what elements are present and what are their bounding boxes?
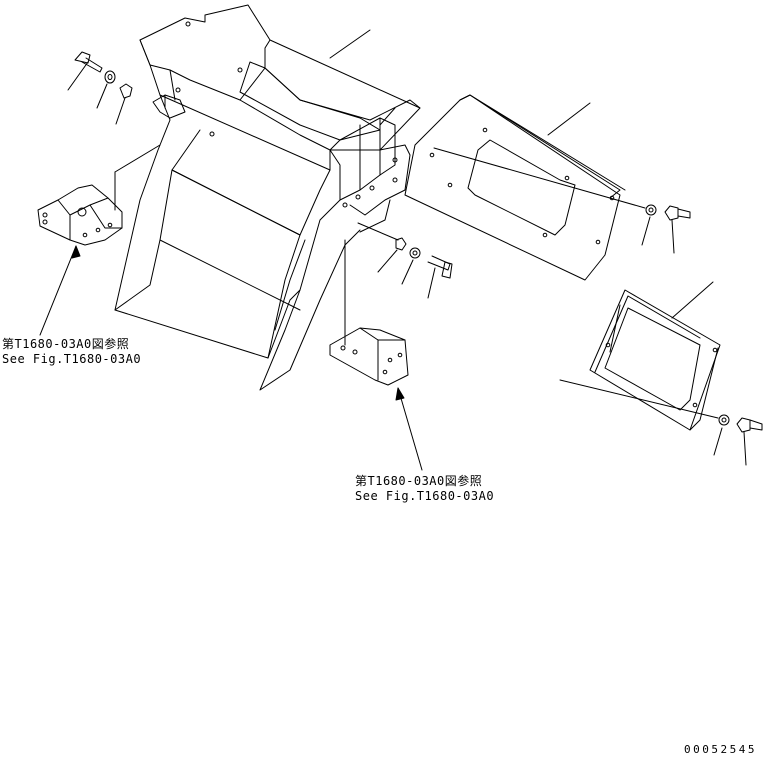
washer-right-upper [641, 204, 657, 246]
left-mount-bracket [37, 144, 161, 336]
leader-line [379, 107, 396, 126]
callout-center-jp: 第T1680-03A0図参照 [355, 474, 483, 488]
lower-window-panel [589, 281, 721, 431]
washer-center [401, 247, 421, 285]
bolt-lower-right [736, 417, 763, 466]
leader-line [329, 29, 371, 59]
nut-top-left [115, 83, 133, 125]
washer-top-left [96, 70, 116, 109]
upper-window-panel [404, 94, 626, 281]
nut-center [377, 237, 407, 273]
callout-center-en: See Fig.T1680-03A0 [355, 489, 495, 503]
leader-line [433, 147, 646, 209]
washer-lower-right [713, 414, 730, 456]
bolt-center [427, 255, 453, 299]
leader-line [559, 379, 719, 419]
callout-left-jp: 第T1680-03A0図参照 [2, 337, 130, 351]
see-figure-callout-center: 第T1680-03A0図参照 See Fig.T1680-03A0 [355, 474, 494, 504]
callout-left-en: See Fig.T1680-03A0 [2, 352, 142, 366]
see-figure-callout-left: 第T1680-03A0図参照 See Fig.T1680-03A0 [2, 337, 141, 367]
leader-line [357, 222, 399, 241]
center-mount-bracket [329, 239, 423, 471]
drawing-number: 00052545 [684, 743, 757, 756]
main-shroud-assembly [114, 4, 421, 391]
bolt-top-left [67, 51, 103, 91]
bolt-right-upper [664, 205, 691, 254]
